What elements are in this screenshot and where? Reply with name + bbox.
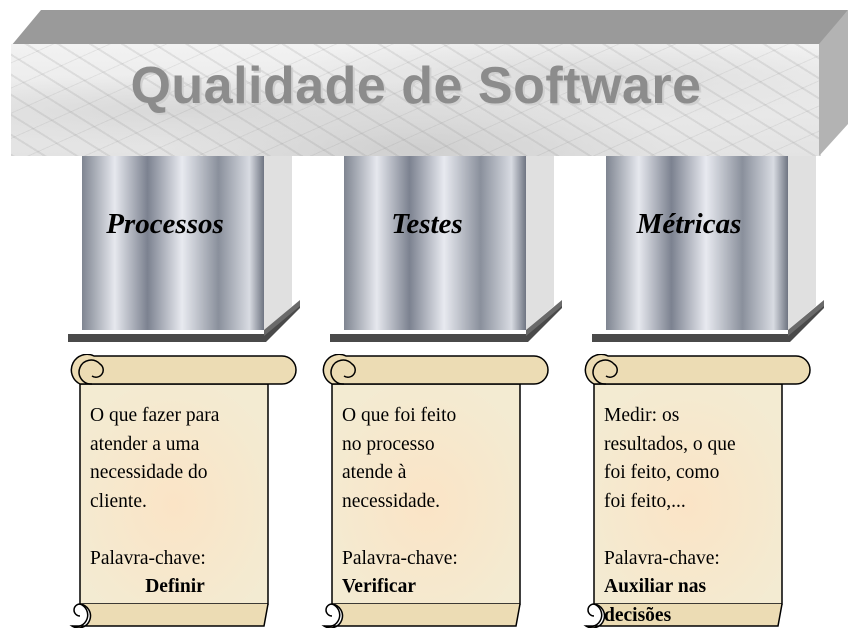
pillar-processos-shape <box>68 156 318 346</box>
scroll-processos: O que fazer para atender a uma necessida… <box>64 354 300 628</box>
scroll-metricas-text: Medir: os resultados, o que foi feito, c… <box>604 402 788 630</box>
scroll-testes: O que foi feito no processo atende à nec… <box>316 354 552 628</box>
beam-side-face <box>819 10 849 156</box>
beam-top-face <box>11 10 848 46</box>
keyword-label: Palavra-chave: <box>90 545 274 574</box>
pillar-metricas-shape <box>592 156 842 346</box>
pillar-testes-label: Testes <box>338 208 516 241</box>
description-line: necessidade do <box>90 459 274 488</box>
description-line: Medir: os <box>604 402 788 431</box>
pillar-processos-label: Processos <box>76 208 254 241</box>
pillar-testes-shape <box>330 156 580 346</box>
description-line: atender a uma <box>90 431 274 460</box>
pillar-testes: Testes <box>330 156 580 346</box>
pillar-processos: Processos <box>68 156 318 346</box>
description-line: no processo <box>342 431 526 460</box>
description-line: cliente. <box>90 488 274 517</box>
diagram-title: Qualidade de Software <box>11 56 821 116</box>
pillar-metricas: Métricas <box>592 156 842 346</box>
keyword: decisões <box>604 602 788 630</box>
keyword-label: Palavra-chave: <box>604 545 788 574</box>
scroll-processos-text: O que fazer para atender a uma necessida… <box>90 402 274 602</box>
pillar-metricas-label: Métricas <box>600 208 778 241</box>
description-line: necessidade. <box>342 488 526 517</box>
scroll-metricas: Medir: os resultados, o que foi feito, c… <box>578 354 814 628</box>
keyword-label: Palavra-chave: <box>342 545 526 574</box>
keyword: Definir <box>90 573 260 602</box>
description-line: atende à <box>342 459 526 488</box>
description-line: O que fazer para <box>90 402 274 431</box>
keyword: Verificar <box>342 573 526 602</box>
description-line: resultados, o que <box>604 431 788 460</box>
scroll-testes-text: O que foi feito no processo atende à nec… <box>342 402 526 602</box>
description-line: O que foi feito <box>342 402 526 431</box>
description-line: foi feito, como <box>604 459 788 488</box>
keyword: Auxiliar nas <box>604 573 788 602</box>
description-line: foi feito,... <box>604 488 788 517</box>
